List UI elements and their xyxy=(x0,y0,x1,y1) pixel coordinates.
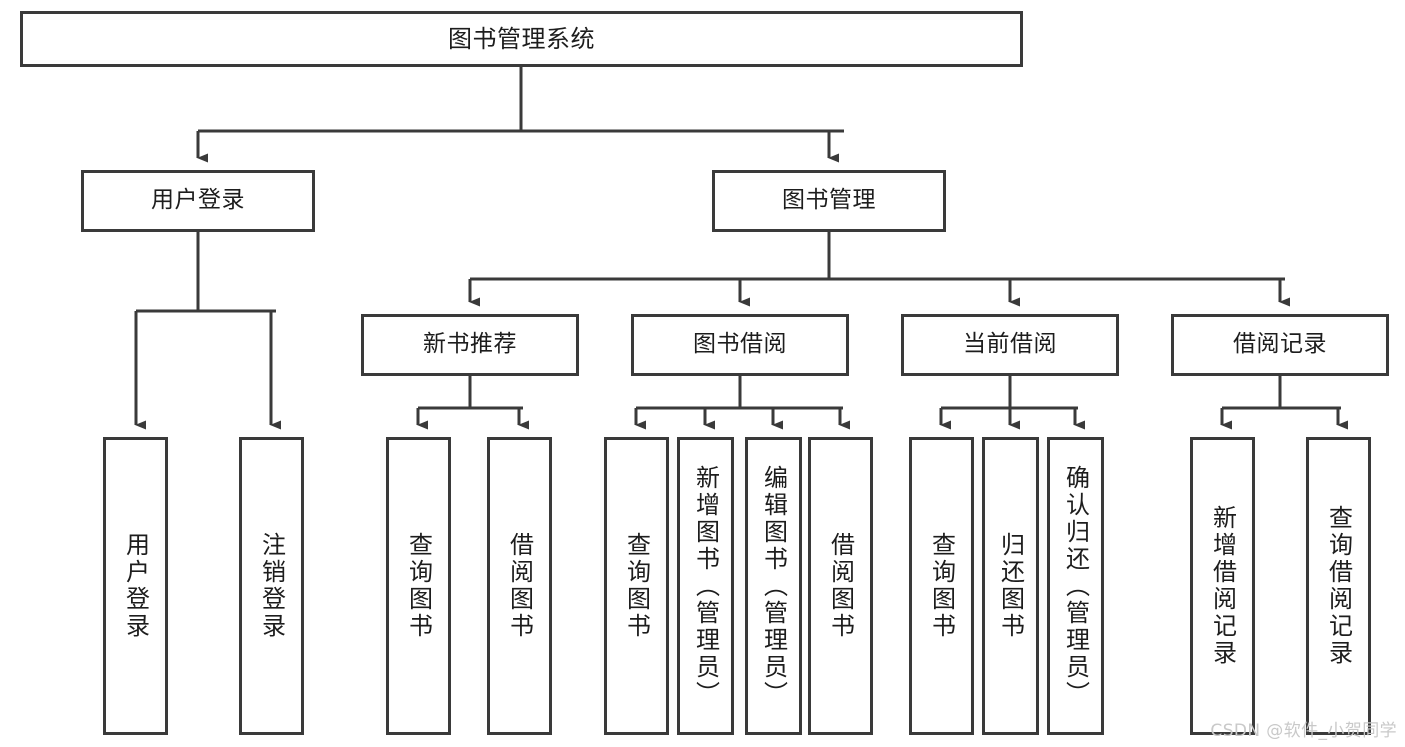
node-label: 新书推荐 xyxy=(423,331,517,358)
leaf-query-borrow-record[interactable]: 查询借阅记录 xyxy=(1306,437,1371,735)
node-borrow-record[interactable]: 借阅记录 xyxy=(1171,314,1389,376)
node-current-borrow[interactable]: 当前借阅 xyxy=(901,314,1119,376)
node-label: 用户登录 xyxy=(121,532,150,640)
node-label: 新增图书（管理员） xyxy=(691,464,720,708)
node-label: 当前借阅 xyxy=(963,331,1057,358)
node-root-system[interactable]: 图书管理系统 xyxy=(20,11,1023,67)
node-label: 注销登录 xyxy=(257,532,286,640)
node-label: 查询图书 xyxy=(622,532,651,640)
leaf-add-book-admin[interactable]: 新增图书（管理员） xyxy=(677,437,734,735)
node-label: 查询借阅记录 xyxy=(1324,505,1353,667)
node-book-borrow[interactable]: 图书借阅 xyxy=(631,314,849,376)
leaf-query-book-recommend[interactable]: 查询图书 xyxy=(386,437,451,735)
leaf-add-borrow-record[interactable]: 新增借阅记录 xyxy=(1190,437,1255,735)
node-label: 借阅记录 xyxy=(1233,331,1327,358)
node-label: 图书管理 xyxy=(782,187,876,214)
node-label: 归还图书 xyxy=(996,532,1025,640)
node-label: 编辑图书（管理员） xyxy=(759,464,788,708)
node-label: 用户登录 xyxy=(151,187,245,214)
leaf-user-logout[interactable]: 注销登录 xyxy=(239,437,304,735)
leaf-borrow-book-recommend[interactable]: 借阅图书 xyxy=(487,437,552,735)
node-label: 借阅图书 xyxy=(826,532,855,640)
leaf-query-book-borrow[interactable]: 查询图书 xyxy=(604,437,669,735)
node-label: 查询图书 xyxy=(404,532,433,640)
node-label: 图书借阅 xyxy=(693,331,787,358)
node-label: 确认归还（管理员） xyxy=(1061,464,1090,708)
node-label: 新增借阅记录 xyxy=(1208,505,1237,667)
node-user-login[interactable]: 用户登录 xyxy=(81,170,315,232)
leaf-borrow-book[interactable]: 借阅图书 xyxy=(808,437,873,735)
leaf-edit-book-admin[interactable]: 编辑图书（管理员） xyxy=(745,437,802,735)
leaf-return-book[interactable]: 归还图书 xyxy=(982,437,1039,735)
node-label: 借阅图书 xyxy=(505,532,534,640)
node-label: 查询图书 xyxy=(927,532,956,640)
node-book-manage[interactable]: 图书管理 xyxy=(712,170,946,232)
node-new-book-recommend[interactable]: 新书推荐 xyxy=(361,314,579,376)
leaf-user-login[interactable]: 用户登录 xyxy=(103,437,168,735)
node-label: 图书管理系统 xyxy=(448,24,595,53)
leaf-confirm-return-admin[interactable]: 确认归还（管理员） xyxy=(1047,437,1104,735)
leaf-query-book-current[interactable]: 查询图书 xyxy=(909,437,974,735)
